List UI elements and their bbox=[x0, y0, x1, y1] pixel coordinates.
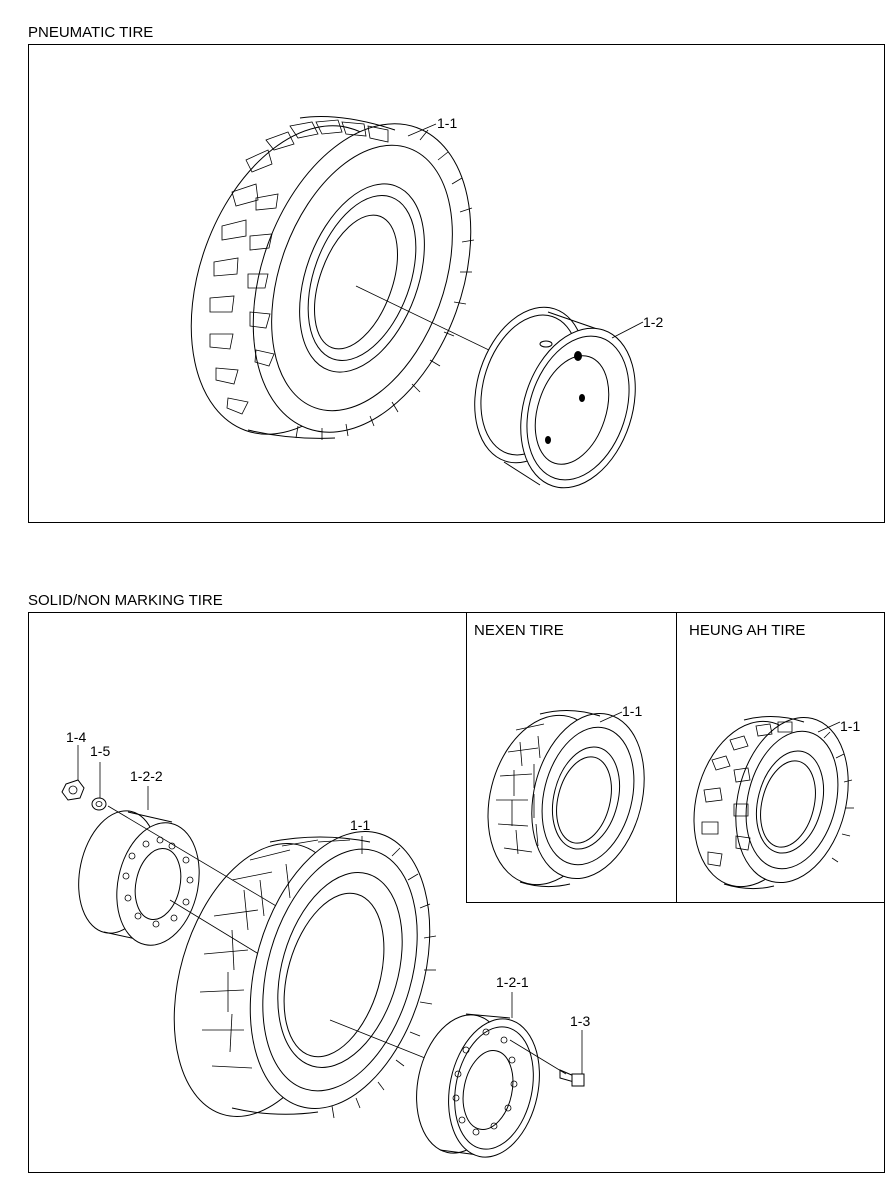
pneumatic-tire-panel bbox=[28, 44, 885, 523]
callout-label: 1-2 bbox=[643, 314, 663, 330]
callout-label: 1-1 bbox=[840, 718, 860, 734]
callout-label: 1-2-2 bbox=[130, 768, 163, 784]
pneumatic-rim-illustration bbox=[474, 306, 636, 489]
callout-label: 1-4 bbox=[66, 729, 86, 745]
callout-label: 1-3 bbox=[570, 1013, 590, 1029]
heung-ah-callout-1-1: 1-1 bbox=[817, 718, 860, 734]
nexen-tire-title: NEXEN TIRE bbox=[474, 622, 564, 639]
heung-ah-tire-panel bbox=[676, 612, 885, 903]
solid-callout-1-5: 1-5 bbox=[90, 743, 110, 798]
solid-callout-1-2-2: 1-2-2 bbox=[130, 768, 163, 810]
heung-ah-tire-title: HEUNG AH TIRE bbox=[689, 622, 806, 639]
nexen-callout-1-1: 1-1 bbox=[599, 703, 642, 723]
outer-rim-illustration bbox=[78, 810, 200, 946]
solid-callout-1-2-1: 1-2-1 bbox=[496, 974, 529, 1018]
callout-label: 1-2-1 bbox=[496, 974, 529, 990]
pneumatic-callout-1-2: 1-2 bbox=[611, 314, 663, 339]
nut-illustration bbox=[61, 779, 85, 801]
callout-label: 1-1 bbox=[437, 115, 457, 131]
callout-label: 1-5 bbox=[90, 743, 110, 759]
pneumatic-tire-title: PNEUMATIC TIRE bbox=[28, 24, 154, 41]
solid-callout-1-3: 1-3 bbox=[570, 1013, 590, 1074]
solid-tire-title: SOLID/NON MARKING TIRE bbox=[28, 592, 223, 609]
callout-label: 1-1 bbox=[350, 817, 370, 833]
bolt-illustration bbox=[559, 1069, 585, 1087]
nexen-tire-illustration bbox=[487, 710, 645, 888]
pneumatic-callout-1-1: 1-1 bbox=[407, 115, 457, 137]
solid-callout-1-4: 1-4 bbox=[66, 729, 86, 780]
solid-callout-1-1: 1-1 bbox=[350, 817, 370, 854]
inner-rim-illustration bbox=[416, 1013, 567, 1158]
callout-label: 1-1 bbox=[622, 703, 642, 719]
solid-tire-illustration bbox=[107, 805, 471, 1119]
pneumatic-tire-illustration bbox=[190, 116, 573, 440]
heung-ah-tire-illustration bbox=[693, 716, 854, 890]
washer-illustration bbox=[91, 797, 107, 811]
